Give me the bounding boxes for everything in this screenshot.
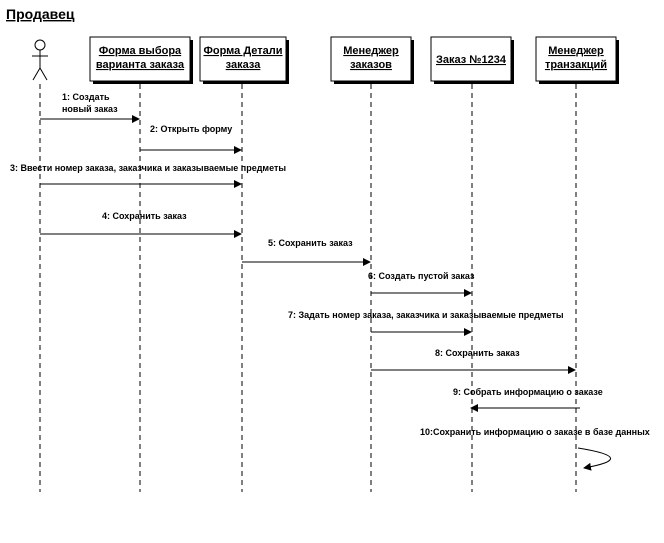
participant-label: Менеджер bbox=[343, 45, 399, 57]
message-9: 9: Собрать информацию о заказе bbox=[453, 387, 603, 412]
participant-label: Менеджер bbox=[548, 45, 604, 57]
message-label: 10:Сохранить информацию о заказе в базе … bbox=[420, 427, 650, 437]
participant-label: Форма Детали bbox=[203, 45, 282, 57]
messages: 1: Создать новый заказ 2: Открыть форму 3: … bbox=[10, 92, 650, 471]
message-7: 7: Задать номер заказа, заказчика и зака… bbox=[288, 310, 564, 336]
message-label: 2: Открыть форму bbox=[150, 124, 232, 134]
participant-p2: Форма Детали заказа bbox=[199, 36, 289, 492]
message-6: 6: Создать пустой заказ bbox=[368, 271, 475, 297]
object-box bbox=[199, 36, 287, 82]
message-label: 3: Ввести номер заказа, заказчика и зака… bbox=[10, 163, 286, 173]
message-label: 6: Создать пустой заказ bbox=[368, 271, 475, 281]
self-message-arrow bbox=[577, 447, 611, 471]
message-label: новый заказ bbox=[62, 104, 118, 114]
participant-p1: Форма выбора варианта заказа bbox=[89, 36, 193, 492]
participant-label: варианта заказа bbox=[96, 59, 185, 71]
actor-stick-figure-icon bbox=[32, 39, 48, 81]
message-10: 10:Сохранить информацию о заказе в базе … bbox=[420, 427, 650, 471]
participant-p4: Заказ №1234 bbox=[430, 36, 514, 492]
participant-actor bbox=[32, 39, 48, 492]
message-label: 8: Сохранить заказ bbox=[435, 348, 520, 358]
participant-label: Форма выбора bbox=[99, 45, 182, 57]
object-box bbox=[89, 36, 191, 82]
actor-title: Продавец bbox=[6, 6, 75, 22]
participant-p3: Менеджер заказов bbox=[330, 36, 414, 492]
participant-label: заказов bbox=[350, 59, 392, 71]
message-1: 1: Создать новый заказ bbox=[40, 92, 140, 123]
message-2: 2: Открыть форму bbox=[140, 124, 242, 154]
participant-label: транзакций bbox=[545, 59, 607, 71]
participant-label: Заказ №1234 bbox=[436, 54, 507, 66]
participant-p5: Менеджер транзакций bbox=[535, 36, 619, 492]
message-label: 5: Сохранить заказ bbox=[268, 238, 353, 248]
message-label: 1: Создать bbox=[62, 92, 110, 102]
message-8: 8: Сохранить заказ bbox=[371, 348, 576, 374]
message-label: 9: Собрать информацию о заказе bbox=[453, 387, 603, 397]
object-box bbox=[430, 36, 512, 82]
message-5: 5: Сохранить заказ bbox=[242, 238, 371, 266]
object-box bbox=[535, 36, 617, 82]
participant-label: заказа bbox=[226, 59, 262, 71]
message-4: 4: Сохранить заказ bbox=[40, 211, 242, 238]
message-label: 4: Сохранить заказ bbox=[102, 211, 187, 221]
object-box bbox=[330, 36, 412, 82]
message-3: 3: Ввести номер заказа, заказчика и зака… bbox=[10, 163, 286, 188]
participants: Форма выбора варианта заказа Форма Детали з… bbox=[32, 36, 619, 492]
message-label: 7: Задать номер заказа, заказчика и зака… bbox=[288, 310, 564, 320]
